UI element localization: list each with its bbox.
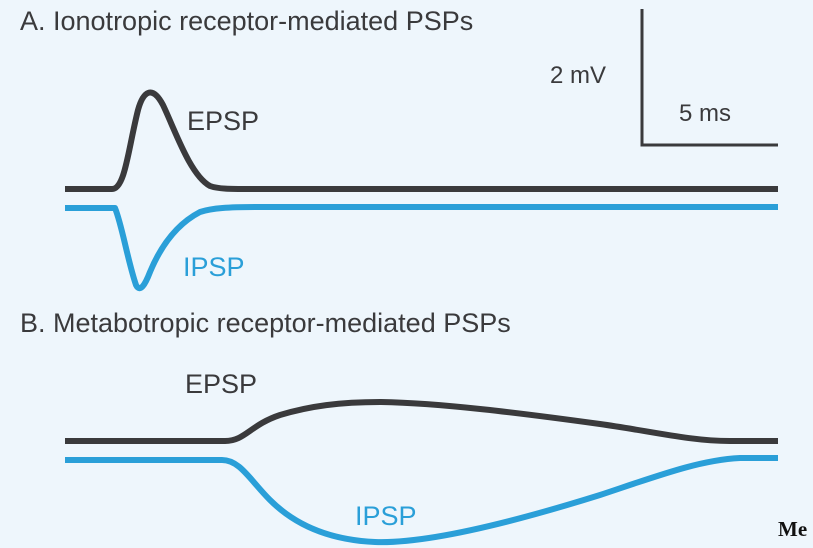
panel-a-heading: A. Ionotropic receptor-mediated PSPs [20,6,474,36]
scale-time-label: 5 ms [679,100,732,127]
metabotropic-ipsp-label: IPSP [355,501,417,531]
ionotropic-epsp-label: EPSP [187,106,260,136]
ionotropic-epsp-trace [65,89,778,192]
metabotropic-epsp-label: EPSP [185,369,258,399]
corner-text-fragment: Me [778,517,808,541]
ionotropic-ipsp-label: IPSP [183,252,245,282]
scale-voltage-label: 2 mV [550,62,607,89]
ionotropic-ipsp-trace [65,204,778,292]
panel-b-heading: B. Metabotropic receptor-mediated PSPs [20,308,511,338]
scale-bar [640,9,778,147]
metabotropic-ipsp-trace [65,455,778,546]
metabotropic-epsp-trace [65,399,778,444]
